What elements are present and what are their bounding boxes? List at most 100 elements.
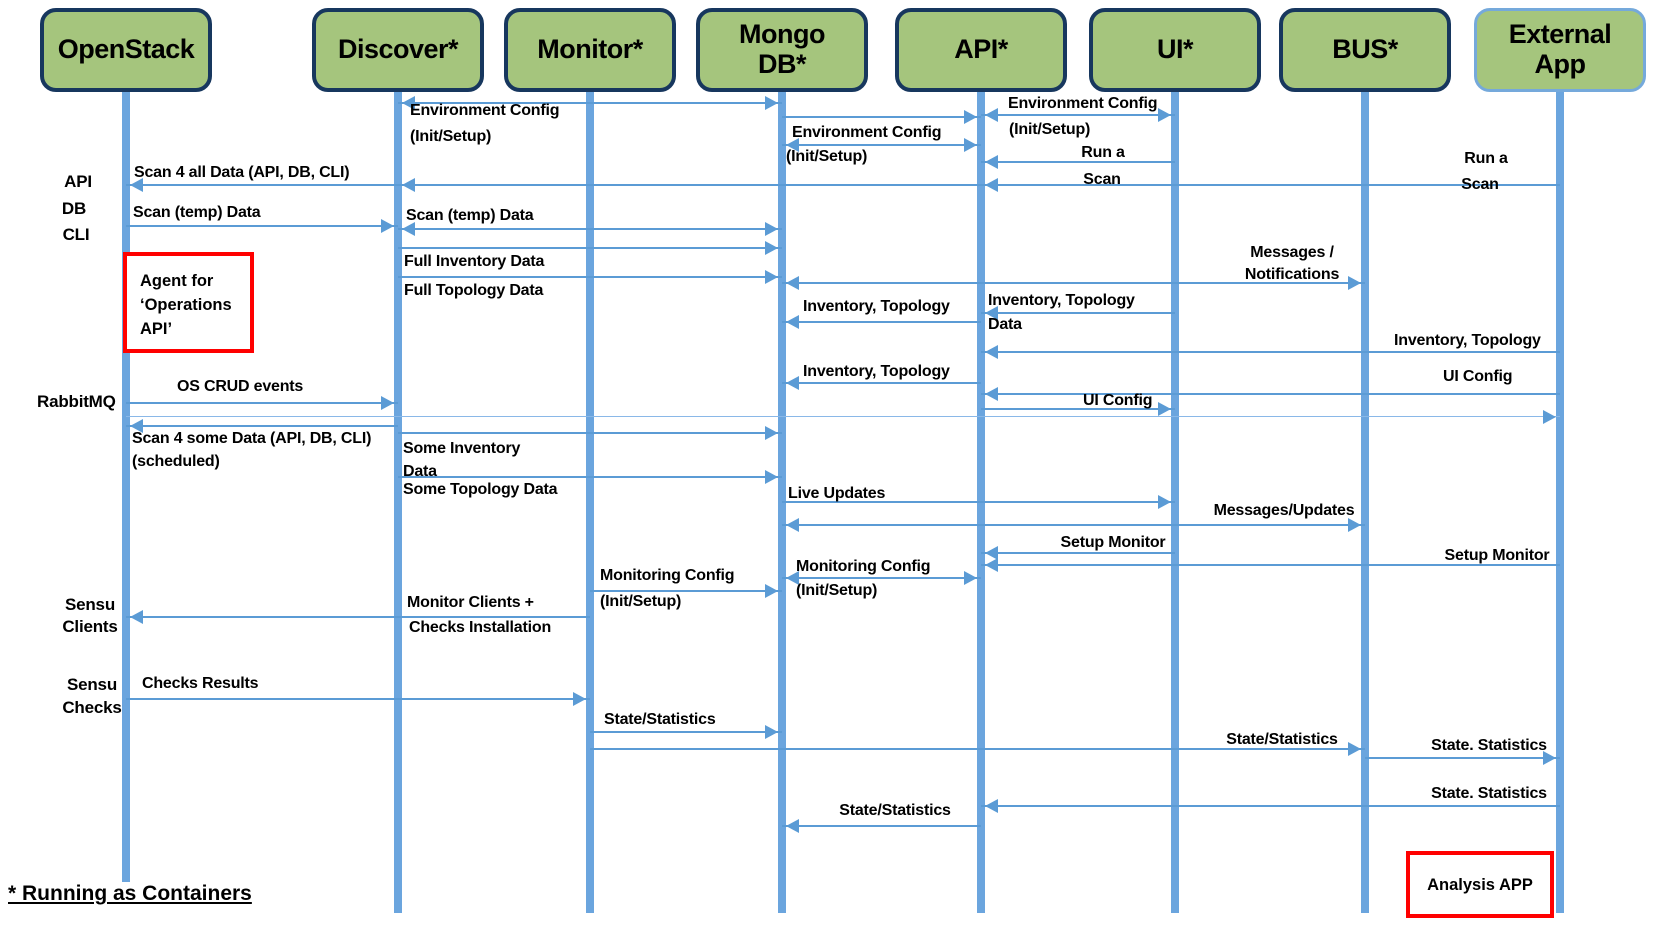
message-label: Setup Monitor [1060, 534, 1166, 551]
lifeline-monitor [586, 92, 594, 913]
lifeline-openstack [122, 92, 130, 882]
footer-note: * Running as Containers [8, 882, 252, 905]
message-line-openstack-to-external [126, 416, 1560, 417]
message-line-discover-to-mongodb [398, 432, 782, 434]
message-line-discover-to-mongodb [398, 228, 782, 230]
message-line-ui-to-api [981, 161, 1175, 163]
actor-label: Mongo [739, 19, 825, 50]
message-label: Scan [1461, 176, 1499, 193]
message-line-mongodb-to-api [782, 577, 981, 579]
arrowhead-icon [1348, 742, 1361, 756]
margin-annotation: DB [61, 199, 87, 218]
message-label: Inventory, Topology [803, 363, 950, 380]
arrowhead-icon [765, 584, 778, 598]
arrowhead-icon [786, 376, 799, 390]
analysis-note: Analysis APP [1406, 851, 1554, 918]
message-label: Environment Config [1008, 95, 1158, 112]
message-label: Full Topology Data [404, 282, 544, 299]
message-line-ui-to-api [981, 552, 1175, 554]
message-label: Scan 4 some Data (API, DB, CLI) [132, 430, 372, 447]
message-label: Live Updates [788, 485, 886, 502]
arrowhead-icon [1543, 410, 1556, 424]
arrowhead-icon [786, 138, 799, 152]
message-line-discover-to-mongodb [398, 476, 782, 478]
message-line-mongodb-to-api [782, 144, 981, 146]
arrowhead-icon [130, 610, 143, 624]
message-label: UI Config [1443, 368, 1513, 385]
arrowhead-icon [765, 96, 778, 110]
message-line-api-to-mongodb [782, 382, 981, 384]
message-label: Run a [1081, 144, 1125, 161]
message-line-monitor-to-mongodb [590, 731, 782, 733]
actor-label: Monitor* [537, 34, 643, 65]
message-label: Environment Config [410, 102, 560, 119]
arrowhead-icon [765, 241, 778, 255]
arrowhead-icon [786, 276, 799, 290]
message-label: Inventory, Topology [988, 292, 1135, 309]
arrowhead-icon [1158, 108, 1171, 122]
message-line-api-to-mongodb [782, 321, 981, 323]
arrowhead-icon [381, 219, 394, 233]
arrowhead-icon [985, 546, 998, 560]
arrowhead-icon [402, 222, 415, 236]
arrowhead-icon [1158, 402, 1171, 416]
message-label: State/Statistics [604, 711, 716, 728]
message-line-openstack-to-discover [126, 402, 398, 404]
arrowhead-icon [1348, 276, 1361, 290]
actor-label: App [1534, 49, 1586, 79]
message-label: (Init/Setup) [600, 593, 682, 610]
message-label: Messages / [1250, 244, 1334, 261]
message-label: Data [403, 463, 437, 480]
message-label: Some Topology Data [403, 481, 558, 498]
actor-box-bus: BUS* [1279, 8, 1451, 92]
message-label: (Init/Setup) [1009, 121, 1091, 138]
arrowhead-icon [1158, 495, 1171, 509]
message-label: (Init/Setup) [786, 148, 868, 165]
arrowhead-icon [985, 155, 998, 169]
margin-annotation: Checks [62, 698, 122, 717]
message-label: Full Inventory Data [404, 253, 545, 270]
message-line-api-to-mongodb [782, 825, 981, 827]
arrowhead-icon [765, 426, 778, 440]
note-label: Agent for [140, 272, 214, 290]
message-line-mongodb-to-ui [782, 501, 1175, 503]
arrowhead-icon [786, 315, 799, 329]
arrowhead-icon [765, 270, 778, 284]
arrowhead-icon [1348, 518, 1361, 532]
message-line-discover-to-mongodb [398, 276, 782, 278]
message-label: Environment Config [792, 124, 942, 141]
arrowhead-icon [1543, 751, 1556, 765]
message-label: (Init/Setup) [410, 128, 492, 145]
arrowhead-icon [964, 571, 977, 585]
note-label: API’ [140, 320, 173, 338]
message-label: Some Inventory [403, 440, 521, 457]
message-line-mongodb-to-bus [782, 282, 1365, 284]
arrowhead-icon [130, 178, 143, 192]
message-line-discover-to-openstack [126, 425, 398, 427]
message-label: Scan (temp) Data [406, 207, 534, 224]
message-label: Inventory, Topology [803, 298, 950, 315]
message-line-external-to-api [981, 393, 1560, 395]
message-line-external-to-api [981, 805, 1560, 807]
margin-annotation: Sensu [64, 595, 116, 614]
actor-label: BUS* [1332, 34, 1398, 65]
message-label: Scan (temp) Data [133, 204, 261, 221]
message-line-external-to-openstack [126, 184, 1560, 186]
actor-box-monitor: Monitor* [504, 8, 676, 92]
note-label: ‘Operations [140, 296, 232, 314]
message-line-ui-to-api [981, 312, 1175, 314]
lifeline-ui [1171, 92, 1179, 913]
message-line-monitor-to-openstack [126, 616, 590, 618]
arrowhead-icon [402, 178, 415, 192]
message-label: UI Config [1083, 392, 1153, 409]
arrowhead-icon [381, 396, 394, 410]
margin-annotation: CLI [62, 225, 90, 244]
message-line-external-to-api [981, 564, 1560, 566]
lifeline-bus [1361, 92, 1369, 913]
message-label: Scan 4 all Data (API, DB, CLI) [134, 164, 350, 181]
message-label: State/Statistics [839, 802, 951, 819]
arrowhead-icon [985, 108, 998, 122]
